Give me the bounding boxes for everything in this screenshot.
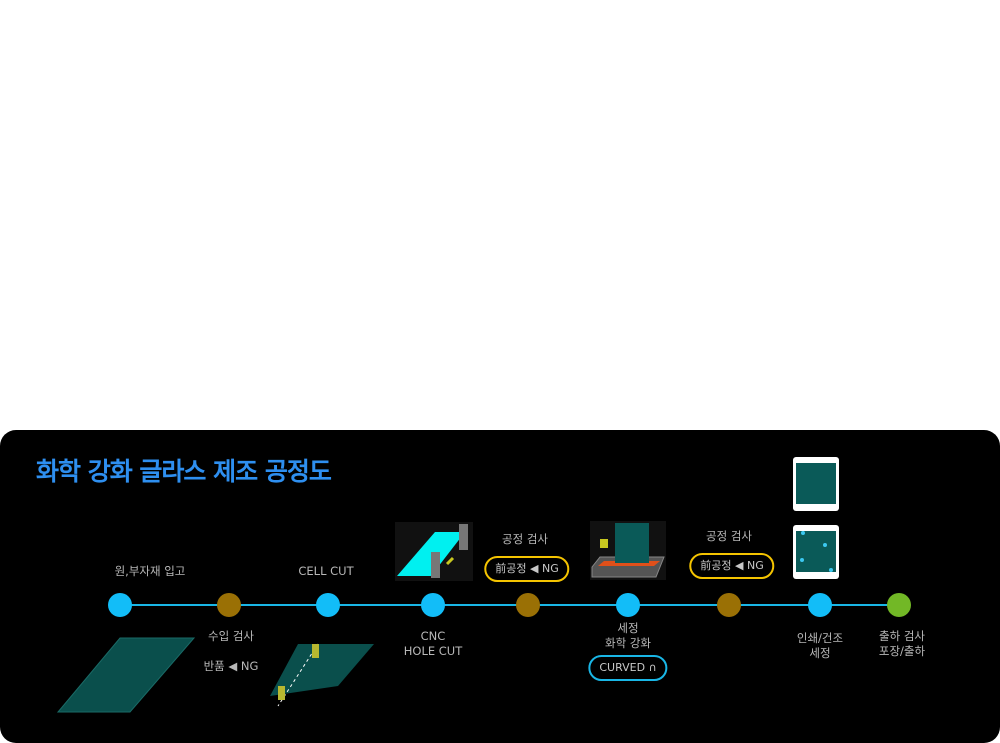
page-title: 화학 강화 글라스 제조 공정도: [36, 457, 332, 486]
raw-glass-sheet-icon: [56, 637, 196, 713]
step-label-printing: 인쇄/건조 세정: [796, 631, 844, 660]
step-node-incoming-inspection: [217, 593, 241, 617]
step-note-return: 반품 ◀ NG: [203, 659, 259, 673]
timeline-line: [120, 604, 900, 606]
curved-badge: CURVED ∩: [588, 655, 668, 681]
step-node-cnc: [421, 593, 445, 617]
step-node-cell-cut: [316, 593, 340, 617]
step-label-process-inspection-2: 공정 검사: [706, 529, 752, 543]
step-label-chemical-strengthening: 세정 화학 강화: [605, 621, 651, 650]
chemical-bath-icon: [590, 521, 666, 580]
printed-glass-icon: [793, 457, 839, 511]
step-label-cell-cut: CELL CUT: [298, 564, 354, 578]
step-node-chemical-strengthening: [616, 593, 640, 617]
step-label-shipping: 출하 검사 포장/출하: [878, 629, 926, 658]
step-node-shipping: [887, 593, 911, 617]
cell-cut-icon: [270, 643, 374, 707]
step-node-receiving: [108, 593, 132, 617]
step-node-process-inspection-2: [717, 593, 741, 617]
step-label-incoming-inspection: 수입 검사: [208, 629, 254, 643]
step-label-receiving: 원,부자재 입고: [114, 564, 186, 578]
ng-badge-2: 前공정 ◀ NG: [689, 553, 775, 579]
step-label-process-inspection-1: 공정 검사: [502, 532, 548, 546]
step-label-cnc: CNC HOLE CUT: [403, 629, 463, 658]
step-node-printing: [808, 593, 832, 617]
step-node-process-inspection-1: [516, 593, 540, 617]
ng-badge-1: 前공정 ◀ NG: [484, 556, 570, 582]
cnc-hole-cut-icon: [395, 522, 473, 581]
cleaned-glass-icon: [793, 525, 839, 579]
